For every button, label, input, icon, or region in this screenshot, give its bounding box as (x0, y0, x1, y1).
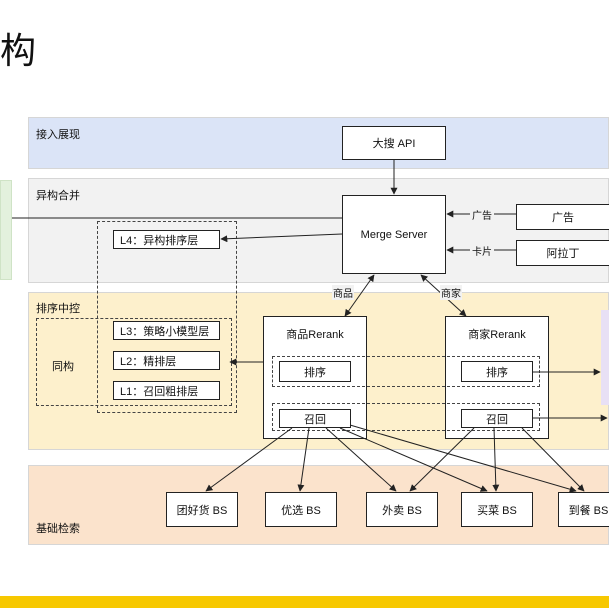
level-l4: L4：异构排序层 (113, 230, 220, 249)
bottom-accent-bar (0, 596, 609, 608)
shop-rerank-label: 商家Rerank (468, 329, 526, 341)
edge-label-goods: 商品 (332, 285, 354, 300)
shop-sort-node: 排序 (461, 361, 533, 382)
edge-goods-merge (344, 274, 375, 317)
merge-layer-label: 异构合并 (36, 190, 80, 202)
edge-goods-youxuan (297, 427, 310, 492)
homogeneous-label: 同构 (52, 361, 74, 373)
shop-recall-node: 召回 (461, 409, 533, 428)
bs-node-youxuan: 优选 BS (265, 492, 337, 527)
bs-node-tuanhaohuo: 团好货 BS (166, 492, 238, 527)
level-group (97, 221, 237, 413)
dasou-api-node: 大搜 API (342, 126, 446, 160)
edge-shop-waimai (409, 427, 475, 492)
edge-shop-daocan (521, 427, 585, 492)
bs-node-maicai: 买菜 BS (461, 492, 533, 527)
level-l1: L1：召回粗排层 (113, 381, 220, 400)
access-layer (28, 117, 609, 169)
right-strip (601, 310, 609, 405)
level-l3: L3：策略小模型层 (113, 321, 220, 340)
bs-node-daocan: 到餐 BS (558, 492, 609, 527)
ads-node: 广告 (516, 204, 609, 230)
edge-label-card: 卡片 (470, 243, 494, 258)
page-title: 构 (0, 31, 37, 72)
goods-rerank-label: 商品Rerank (286, 329, 344, 341)
access-layer-label: 接入展现 (36, 129, 80, 141)
edge-label-shop: 商家 (440, 285, 462, 300)
edge-goods-tuanhaohuo (205, 427, 293, 492)
goods-sort-node: 排序 (279, 361, 351, 382)
edge-merge-l4 (220, 233, 343, 243)
bs-node-waimai: 外卖 BS (366, 492, 438, 527)
left-strip (0, 180, 12, 280)
control-layer-label: 排序中控 (36, 303, 80, 315)
goods-recall-node: 召回 (279, 409, 351, 428)
merge-server-node: Merge Server (342, 195, 446, 274)
edge-shop-maicai (492, 427, 500, 492)
edge-label-ads: 广告 (470, 207, 494, 222)
edge-goods-maicai (339, 427, 488, 492)
edge-goods-daocan (349, 424, 577, 493)
level-l2: L2：精排层 (113, 351, 220, 370)
recall-row (272, 403, 540, 431)
retrieval-layer-label: 基础检索 (36, 523, 80, 535)
aladdin-node: 阿拉丁 (516, 240, 609, 266)
edge-goods-waimai (325, 427, 397, 492)
